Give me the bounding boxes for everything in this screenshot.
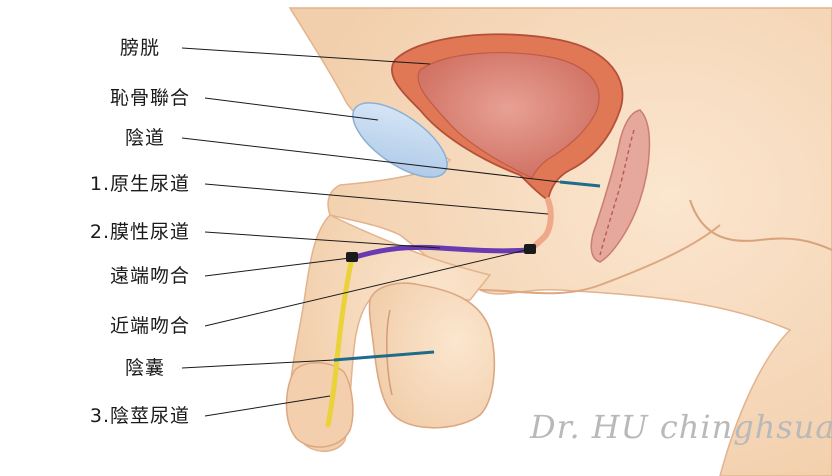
pointer-scrotum: [181, 359, 335, 369]
label-bladder: 膀胱: [119, 37, 160, 59]
label-penile-urethra: 3.陰莖尿道: [89, 405, 190, 427]
label-native-urethra: 1.原生尿道: [89, 173, 190, 195]
pointer-distal-anastomosis: [204, 257, 351, 277]
label-vagina: 陰道: [124, 127, 165, 149]
bladder-inner: [417, 52, 600, 179]
pointer-proximal-anastomosis: [204, 249, 527, 327]
pointer-penile-urethra: [204, 395, 331, 417]
label-pubic-symphysis: 恥骨聯合: [109, 87, 190, 109]
label-membranous-urethra: 2.膜性尿道: [89, 221, 190, 243]
pointer-native-urethra: [204, 183, 549, 215]
vagina-section-marker: [559, 180, 601, 188]
vaginal-canal-ridges: [599, 129, 635, 256]
pointer-vagina: [181, 137, 561, 183]
pointer-symphysis: [204, 97, 379, 121]
author-signature: Dr. HU chinghsuan: [530, 408, 832, 446]
scrotum-section-marker: [333, 350, 435, 362]
perineum-fold: [479, 224, 721, 295]
pointer-lines: [181, 47, 561, 417]
pointer-membranous-urethra: [204, 231, 441, 249]
scrotum-inner-fold: [386, 309, 393, 396]
glans: [285, 362, 354, 448]
scrotum-sac: [368, 282, 496, 429]
buttock-crease: [689, 199, 832, 251]
proximal-anastomosis-marker: [524, 244, 536, 254]
label-scrotum: 陰囊: [124, 357, 165, 379]
label-proximal-anastomosis: 近端吻合: [109, 315, 190, 337]
symphysis-shape: [352, 102, 448, 178]
pointer-bladder: [181, 47, 431, 65]
label-distal-anastomosis: 遠端吻合: [109, 265, 190, 287]
distal-anastomosis-marker: [346, 252, 358, 262]
